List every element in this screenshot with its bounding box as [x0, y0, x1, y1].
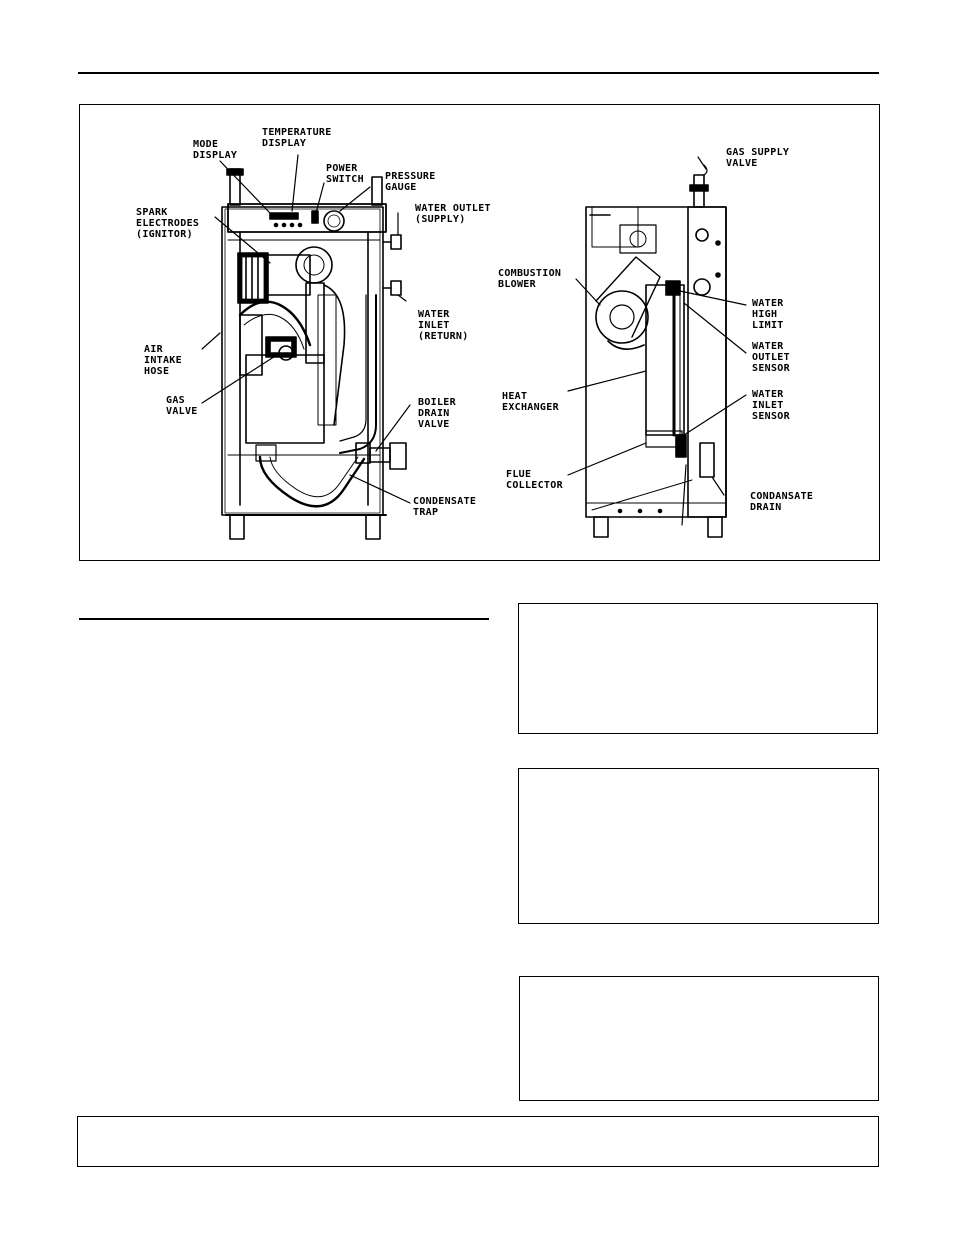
label-condensate-drain: CONDANSATE DRAIN [750, 491, 814, 513]
label-boiler-drain-valve: BOILER DRAIN VALVE [418, 397, 456, 430]
label-combustion-blower: COMBUSTION BLOWER [498, 268, 562, 290]
header-rule [78, 72, 879, 74]
label-air-intake-hose: AIR INTAKE HOSE [144, 344, 182, 377]
label-heat-exchanger: HEAT EXCHANGER [502, 391, 559, 413]
label-condensate-trap: CONDENSATE TRAP [413, 496, 477, 518]
leader-lines [201, 154, 747, 504]
label-water-high-limit: WATER HIGH LIMIT [752, 298, 784, 331]
notice-box-3 [519, 976, 879, 1101]
label-mode-display: MODE DISPLAY [193, 139, 238, 161]
notice-box-2 [518, 768, 879, 924]
footer-notice-box [77, 1116, 879, 1167]
label-water-inlet: WATER INLET (RETURN) [418, 309, 469, 342]
label-power-switch: POWER SWITCH [326, 163, 364, 185]
boiler-components-figure: MODE DISPLAY TEMPERATURE DISPLAY POWER S… [79, 104, 880, 561]
label-pressure-gauge: PRESSURE GAUGE [385, 171, 436, 193]
boiler-illustration [201, 154, 747, 540]
notice-box-1 [518, 603, 878, 734]
rear-view-boiler [585, 164, 727, 538]
label-gas-valve: GAS VALVE [166, 395, 198, 417]
label-gas-supply-valve: GAS SUPPLY VALVE [726, 147, 790, 169]
label-water-inlet-sensor: WATER INLET SENSOR [752, 389, 790, 422]
front-view-boiler [221, 168, 407, 540]
label-flue-collector: FLUE COLLECTOR [506, 469, 563, 491]
label-water-outlet-sensor: WATER OUTLET SENSOR [752, 341, 790, 374]
section-heading-rule [79, 618, 489, 620]
label-spark-electrodes: SPARK ELECTRODES (IGNITOR) [136, 207, 200, 240]
label-water-outlet: WATER OUTLET (SUPPLY) [415, 203, 491, 225]
label-temperature-display: TEMPERATURE DISPLAY [262, 127, 332, 149]
